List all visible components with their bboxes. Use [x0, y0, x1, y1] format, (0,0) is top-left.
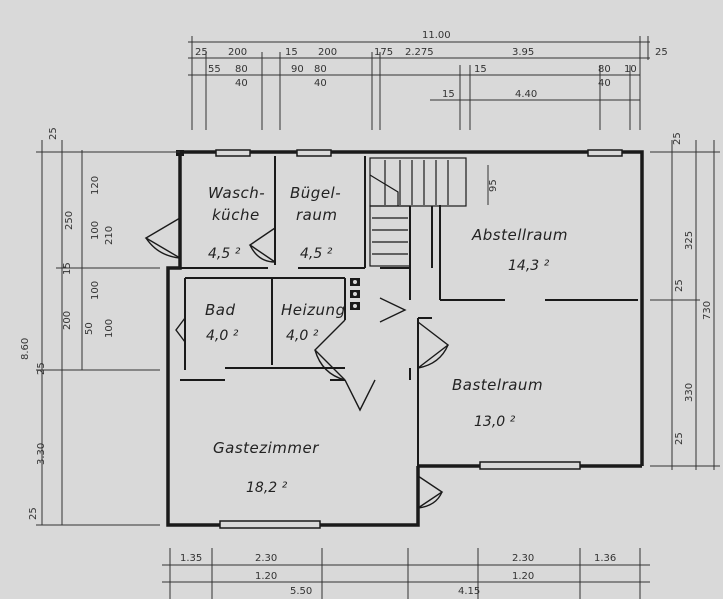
windows: [215, 149, 623, 529]
room-label-bastelraum: Bastelraum 13,0 ²: [452, 376, 543, 430]
svg-text:4,5 ²: 4,5 ²: [208, 246, 241, 262]
svg-text:15: 15: [474, 64, 487, 75]
svg-text:25: 25: [36, 362, 47, 375]
room-label-buegelraum: Bügel- raum 4,5 ²: [290, 184, 341, 262]
svg-text:Bad: Bad: [205, 301, 236, 319]
room-label-waschkueche: Wasch- küche 4,5 ²: [208, 184, 265, 262]
svg-text:13,0 ²: 13,0 ²: [474, 414, 516, 430]
svg-text:25: 25: [195, 47, 208, 58]
dimension-left: 8.60 25 120 250 100 210 15 100 200 50 10…: [20, 127, 180, 526]
svg-text:90: 90: [291, 64, 304, 75]
svg-text:1.20: 1.20: [255, 571, 277, 582]
svg-text:80: 80: [235, 64, 248, 75]
svg-text:730: 730: [702, 301, 713, 320]
svg-text:100: 100: [104, 319, 115, 338]
svg-text:11.00: 11.00: [422, 30, 451, 41]
svg-text:4,5 ²: 4,5 ²: [300, 246, 333, 262]
svg-text:25: 25: [48, 127, 59, 140]
svg-text:25: 25: [674, 279, 685, 292]
svg-text:40: 40: [235, 78, 248, 89]
svg-text:4,0 ²: 4,0 ²: [286, 328, 319, 344]
svg-text:25: 25: [28, 507, 39, 520]
svg-text:Bügel-: Bügel-: [290, 184, 341, 202]
svg-text:4,0 ²: 4,0 ²: [206, 328, 239, 344]
svg-text:250: 250: [64, 211, 75, 230]
svg-text:Gastezimmer: Gastezimmer: [213, 439, 319, 457]
svg-text:14,3 ²: 14,3 ²: [508, 258, 550, 274]
svg-text:80: 80: [598, 64, 611, 75]
svg-text:15: 15: [442, 89, 455, 100]
svg-text:3.95: 3.95: [512, 47, 534, 58]
svg-text:18,2 ²: 18,2 ²: [246, 480, 288, 496]
svg-text:Heizung: Heizung: [281, 301, 346, 319]
svg-text:5.50: 5.50: [290, 586, 312, 597]
dimension-bottom: 1.35 2.30 1.20 2.30 1.20 1.36 5.50 4.15: [162, 548, 650, 599]
svg-text:4.15: 4.15: [458, 586, 480, 597]
room-label-bad: Bad 4,0 ²: [205, 301, 239, 344]
svg-text:200: 200: [228, 47, 247, 58]
svg-text:25: 25: [672, 132, 683, 145]
svg-text:330: 330: [684, 383, 695, 402]
svg-text:15: 15: [62, 262, 73, 275]
dimension-top: 11.00 25 200 15 200 175 2.275 3.95 25 55…: [188, 30, 668, 130]
svg-text:4.40: 4.40: [515, 89, 537, 100]
svg-text:50: 50: [84, 322, 95, 335]
heating-units: [350, 278, 360, 310]
svg-text:1.20: 1.20: [512, 571, 534, 582]
svg-text:Bastelraum: Bastelraum: [452, 376, 543, 394]
svg-text:325: 325: [684, 231, 695, 250]
room-label-abstellraum: Abstellraum 14,3 ²: [471, 226, 568, 274]
svg-text:25: 25: [674, 432, 685, 445]
svg-text:küche: küche: [212, 206, 260, 224]
interior-walls: [180, 156, 638, 466]
svg-text:40: 40: [314, 78, 327, 89]
staircase: [369, 157, 467, 268]
svg-text:200: 200: [62, 311, 73, 330]
svg-text:200: 200: [318, 47, 337, 58]
svg-text:Abstellraum: Abstellraum: [471, 226, 568, 244]
svg-text:25: 25: [655, 47, 668, 58]
dimension-right: 25 95 325 25 730 330 25: [487, 132, 720, 470]
svg-text:2.275: 2.275: [405, 47, 434, 58]
svg-text:175: 175: [374, 47, 393, 58]
svg-text:3.30: 3.30: [36, 443, 47, 465]
svg-text:1.36: 1.36: [594, 553, 616, 564]
svg-text:80: 80: [314, 64, 327, 75]
svg-text:8.60: 8.60: [20, 338, 31, 360]
svg-text:100: 100: [90, 281, 101, 300]
svg-text:2.30: 2.30: [255, 553, 277, 564]
svg-text:raum: raum: [296, 206, 337, 224]
svg-text:100: 100: [90, 221, 101, 240]
room-label-gastezimmer: Gastezimmer 18,2 ²: [213, 439, 319, 496]
svg-text:210: 210: [104, 226, 115, 245]
svg-text:120: 120: [90, 176, 101, 195]
svg-text:2.30: 2.30: [512, 553, 534, 564]
svg-text:15: 15: [285, 47, 298, 58]
svg-text:55: 55: [208, 64, 221, 75]
svg-text:95: 95: [488, 179, 499, 192]
doors: [144, 217, 450, 509]
outer-walls: [166, 150, 644, 527]
svg-text:Wasch-: Wasch-: [208, 184, 265, 202]
svg-text:1.35: 1.35: [180, 553, 202, 564]
room-label-heizung: Heizung 4,0 ²: [281, 301, 346, 344]
svg-text:40: 40: [598, 78, 611, 89]
svg-text:10: 10: [624, 64, 637, 75]
